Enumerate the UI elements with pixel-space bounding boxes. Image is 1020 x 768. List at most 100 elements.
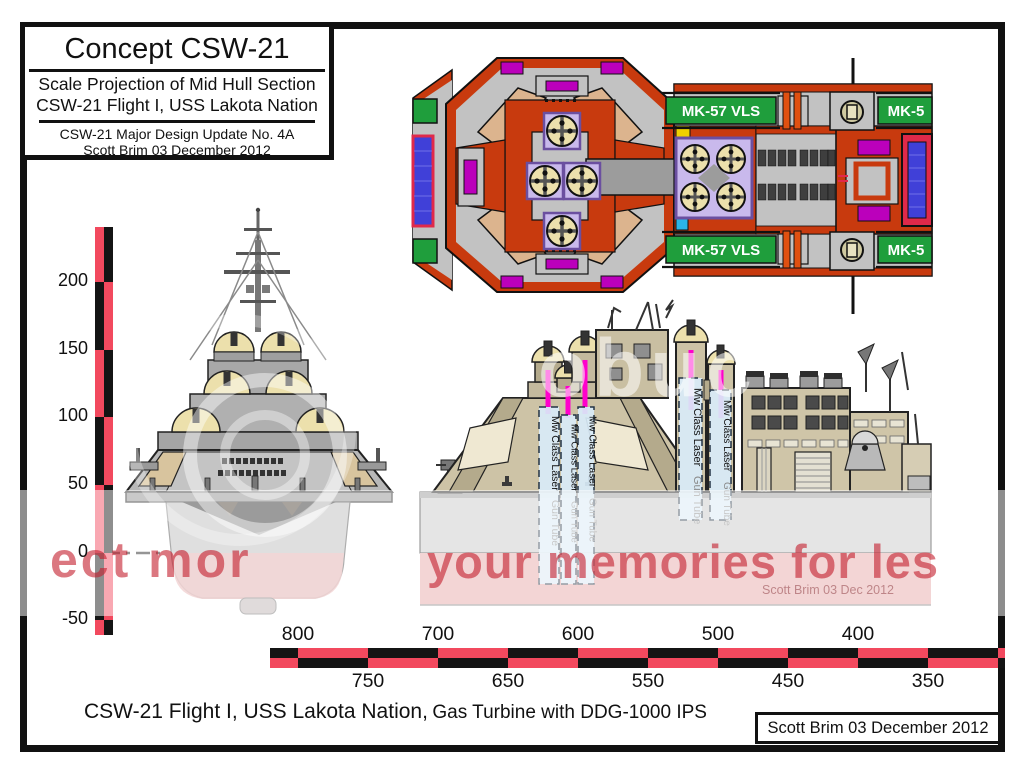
v-scale-label: 50 <box>67 473 88 493</box>
mid-deckhouse <box>595 299 675 399</box>
quad-laser-mount <box>674 136 754 220</box>
scale-segment <box>104 553 113 620</box>
divider <box>29 69 325 72</box>
scale-segment <box>270 648 298 658</box>
deckhouse-windows <box>751 395 849 430</box>
scale-segment <box>104 282 113 350</box>
antennas <box>607 299 675 331</box>
h-scale-label: 550 <box>631 670 665 692</box>
horizontal-scale-bar <box>270 648 1005 668</box>
bridge-windows <box>218 458 286 476</box>
scale-segment <box>104 350 113 417</box>
mast <box>189 207 327 361</box>
sheet-caption: CSW-21 Flight I, USS Lakota Nation, Gas … <box>84 700 764 724</box>
scale-segment <box>858 648 928 658</box>
scale-segment <box>438 648 508 658</box>
magenta-fixture <box>857 139 891 156</box>
cyan-marker <box>675 218 689 231</box>
laser-turret <box>542 111 582 151</box>
red-frame-hatch <box>853 161 891 201</box>
scale-segment <box>858 658 928 668</box>
magenta-fixture <box>545 258 579 270</box>
point-defense-mount <box>829 91 875 131</box>
laser-dome <box>171 407 221 433</box>
mk57-vls-label: MK-5 <box>888 242 925 259</box>
scale-segment <box>718 658 788 668</box>
scale-segment <box>578 658 648 668</box>
h-scale-label: 800 <box>281 623 315 645</box>
panel-grid <box>414 150 432 212</box>
tan-face-panel <box>330 451 379 487</box>
h-scale-label: 750 <box>351 670 385 692</box>
laser-dome <box>203 370 251 395</box>
credit-box: Scott Brim 03 December 2012 <box>755 712 1001 744</box>
h-scale-label: 600 <box>561 623 595 645</box>
divider <box>39 120 315 123</box>
scale-segment <box>104 485 113 553</box>
vls-brackets <box>777 91 809 269</box>
side-view-signature: Scott Brim 03 Dec 2012 <box>762 583 895 597</box>
laser-dome <box>260 331 302 362</box>
laser-dome <box>295 407 345 433</box>
h-scale-label: 650 <box>491 670 525 692</box>
h-scale-label: 700 <box>421 623 455 645</box>
superstructure <box>123 331 395 503</box>
caption-propulsion: Gas Turbine with DDG-1000 IPS <box>432 702 707 723</box>
drawing-title: Concept CSW-21 <box>64 33 290 65</box>
v-scale-label: -50 <box>61 608 88 628</box>
scale-segment <box>508 648 578 658</box>
subtitle-line2: CSW-21 Flight I, USS Lakota Nation <box>36 95 318 115</box>
ciws-gun <box>844 430 886 471</box>
vertical-scale-bar <box>95 227 113 635</box>
scale-segment <box>298 658 368 668</box>
scale-segment <box>718 648 788 658</box>
laser-dome <box>213 331 255 362</box>
red-ladder-marks <box>489 152 500 202</box>
v-scale-label: 100 <box>57 405 88 425</box>
tube-label-black: Mw Class Laser <box>691 388 703 467</box>
scale-segment <box>95 553 104 620</box>
h-scale-label: 500 <box>701 623 735 645</box>
tube-label-gray: Gun Tube <box>721 482 732 526</box>
tube-label-black: Mw Class Laser <box>587 416 598 488</box>
deck-fittings <box>129 448 387 492</box>
magenta-fixture <box>545 80 579 92</box>
scale-segment <box>95 485 104 553</box>
deck-plan-view: MK-57 VLS MK-57 VLS MK-5 MK-5 <box>411 57 933 314</box>
scale-segment <box>928 648 998 658</box>
tube-label-gray: Gun Tube <box>549 500 561 546</box>
title-block: Concept CSW-21 Scale Projection of Mid H… <box>20 22 334 160</box>
exhaust-stacks <box>745 371 843 389</box>
h-scale-label: 400 <box>841 623 875 645</box>
laser-turrets-octagon <box>525 111 602 251</box>
vls-module-lines <box>662 91 932 269</box>
column <box>756 447 772 493</box>
v-scale-label: 200 <box>57 270 88 290</box>
scale-segment <box>788 658 858 668</box>
magenta-fixture <box>857 205 891 222</box>
scale-segment <box>998 658 1005 668</box>
grate-zone <box>755 125 837 235</box>
aft-array-panel <box>907 141 927 219</box>
vls-block <box>412 238 438 264</box>
laser-turret <box>562 161 602 201</box>
dish-antennas <box>857 342 919 445</box>
watermark-swirl <box>124 314 356 546</box>
author-date-note: Scott Brim 03 December 2012 <box>83 142 271 158</box>
scale-segment <box>298 648 368 658</box>
v-scale-label: 150 <box>57 338 88 358</box>
aft-deckhouse <box>741 342 932 493</box>
laser-gun-tube <box>678 377 703 521</box>
scale-segment <box>508 658 578 668</box>
hull-side <box>419 491 932 554</box>
v-scale-label: 0 <box>77 541 88 561</box>
scale-segment <box>438 658 508 668</box>
h-scale-label: 350 <box>911 670 945 692</box>
red-equal-marks <box>838 175 848 182</box>
scale-segment <box>788 648 858 658</box>
hull-edge <box>673 267 933 277</box>
underwater-hull-band <box>420 553 931 605</box>
mk57-vls-label: MK-57 VLS <box>682 103 760 120</box>
roller-door-slats <box>796 457 830 489</box>
